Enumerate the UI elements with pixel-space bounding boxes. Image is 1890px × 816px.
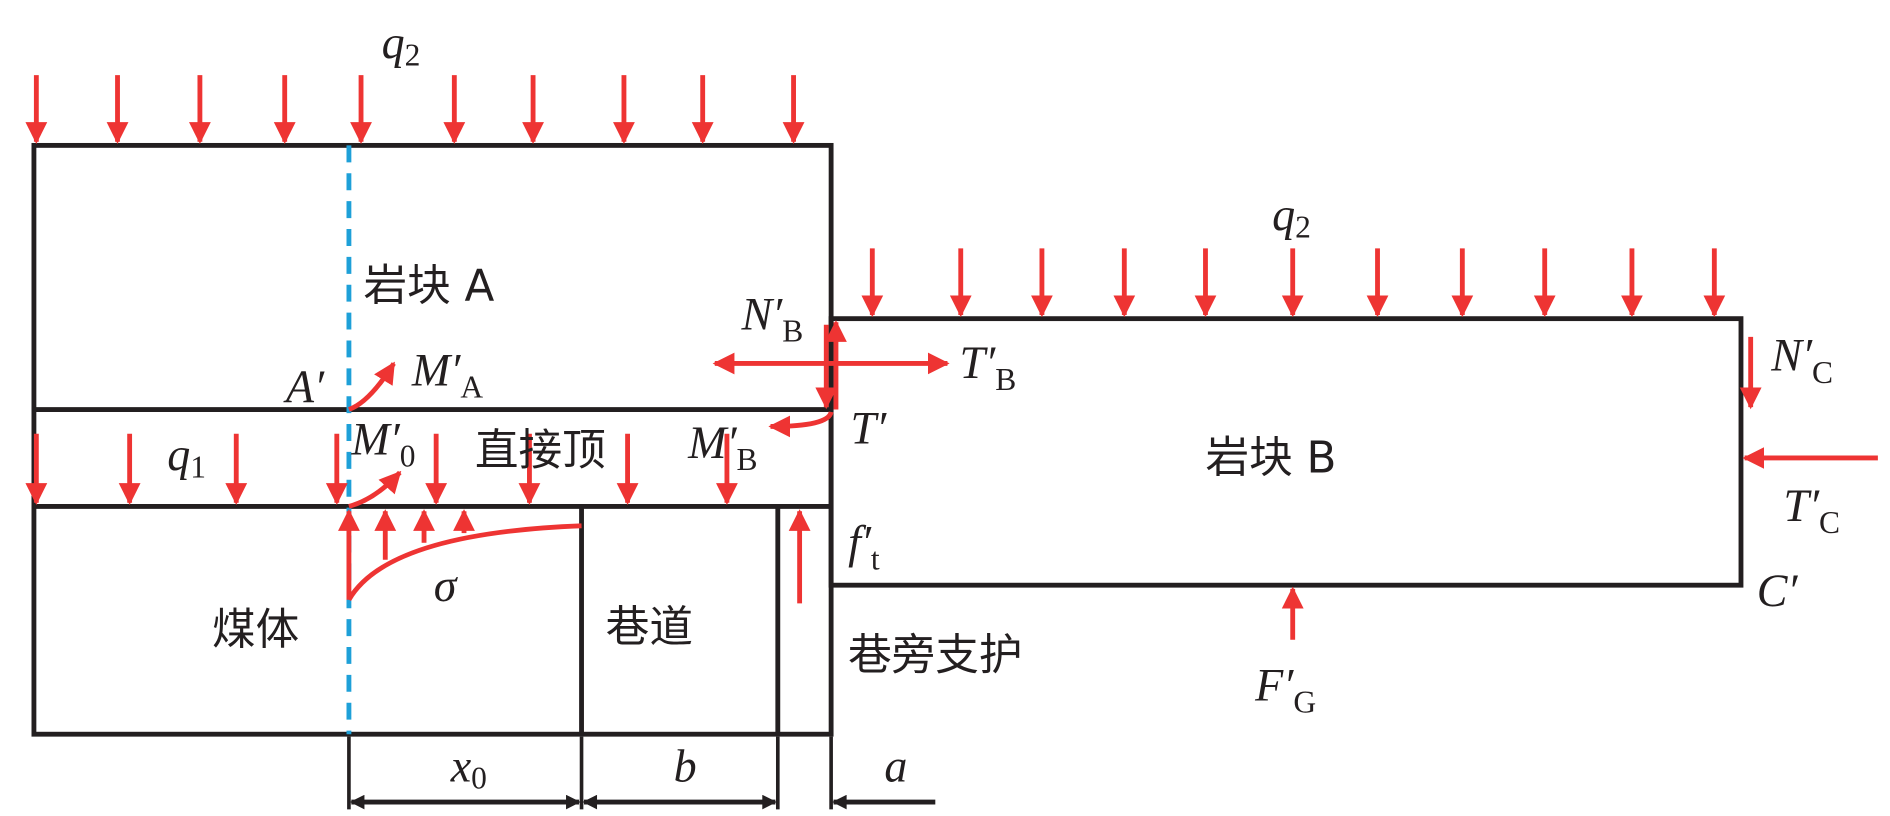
m0-label: M′0 xyxy=(350,413,415,473)
block-a-label: 岩块 A xyxy=(363,261,494,311)
b-label: b xyxy=(674,740,697,791)
block-a-structure xyxy=(31,142,834,737)
block-b-outline xyxy=(828,316,1744,588)
q1-load-arrows xyxy=(25,433,738,505)
c-prime-label: C′ xyxy=(1757,565,1799,616)
sigma-stress-curve xyxy=(346,523,582,601)
q2-load-arrows-block-b xyxy=(861,248,1726,318)
block-b-label: 岩块 B xyxy=(1205,434,1336,484)
x0-label: x0 xyxy=(450,740,487,795)
q2-top-label: q2 xyxy=(382,17,421,72)
ma-label: M′A xyxy=(411,344,483,404)
force-arrows xyxy=(338,320,1878,640)
roadside-support-label: 巷旁支护 xyxy=(848,631,1022,681)
m0-moment-arrow xyxy=(348,470,402,509)
q2-block-b-label: q2 xyxy=(1272,189,1311,244)
immediate-roof-label: 直接顶 xyxy=(475,426,606,476)
t-prime-arrow xyxy=(768,411,834,438)
dimension-lines xyxy=(347,736,936,810)
mb-label: M′B xyxy=(687,417,757,477)
a-label: a xyxy=(884,740,907,791)
sigma-label: σ xyxy=(434,560,459,611)
fg-label: F′G xyxy=(1254,659,1316,719)
roadway-label: 巷道 xyxy=(606,603,693,653)
coal-label: 煤体 xyxy=(212,606,299,656)
a-prime-label: A′ xyxy=(283,361,325,412)
q1-label: q1 xyxy=(167,429,206,484)
tb-label: T′B xyxy=(960,337,1017,397)
ma-moment-arrow xyxy=(347,361,396,412)
ft-label: f′t xyxy=(848,516,880,576)
nc-label: N′C xyxy=(1770,330,1833,390)
nb-label: N′B xyxy=(740,289,803,349)
q2-load-arrows-block-a xyxy=(25,75,805,144)
tc-label: T′C xyxy=(1783,480,1840,540)
t-prime-label: T′ xyxy=(851,402,888,453)
